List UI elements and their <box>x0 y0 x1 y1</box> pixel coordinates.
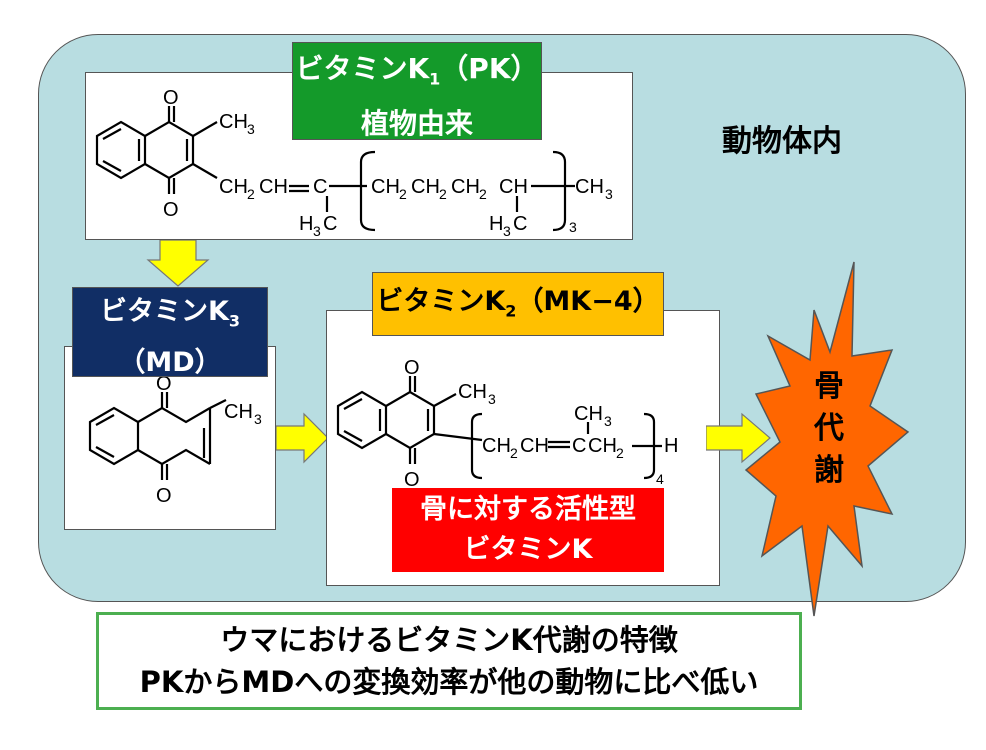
svg-text:H: H <box>489 213 503 235</box>
svg-text:3: 3 <box>313 223 321 239</box>
svg-text:H: H <box>664 435 678 457</box>
arrow-k1-to-k3 <box>146 240 210 287</box>
svg-text:CH: CH <box>259 176 288 198</box>
svg-text:2: 2 <box>439 186 447 202</box>
svg-text:O: O <box>156 485 172 507</box>
svg-text:2: 2 <box>399 186 407 202</box>
svg-text:3: 3 <box>488 391 496 407</box>
svg-text:H: H <box>299 213 313 235</box>
svg-text:2: 2 <box>616 445 624 461</box>
k2-title-label: ビタミンK2（MK−4） <box>372 272 664 336</box>
svg-text:CH: CH <box>451 176 480 198</box>
caption-box: ウマにおけるビタミンK代謝の特徴 PKからMDへの変換効率が他の動物に比べ低い <box>96 612 802 710</box>
svg-text:3: 3 <box>605 186 613 202</box>
k1-o-bottom: O <box>163 199 179 221</box>
k1-o-top: O <box>163 87 179 109</box>
caption-line-2: PKからMDへの変換効率が他の動物に比べ低い <box>139 665 759 699</box>
arrow-k3-to-k2 <box>276 412 329 464</box>
svg-text:CH: CH <box>520 435 549 457</box>
svg-text:C: C <box>572 435 586 457</box>
svg-text:CH: CH <box>574 403 603 425</box>
svg-text:C: C <box>313 176 327 198</box>
arrow-k2-to-bone <box>706 412 771 464</box>
svg-text:3: 3 <box>503 223 511 239</box>
k2-repeat-count: 4 <box>656 471 664 487</box>
svg-text:C: C <box>513 213 527 235</box>
svg-text:CH: CH <box>224 401 253 423</box>
svg-text:3: 3 <box>604 413 612 429</box>
k1-repeat-count: 3 <box>569 219 577 235</box>
svg-text:2: 2 <box>510 445 518 461</box>
svg-text:CH: CH <box>458 381 487 403</box>
svg-text:O: O <box>404 469 420 490</box>
caption-line-1: ウマにおけるビタミンK代謝の特徴 <box>220 623 678 657</box>
svg-text:CH: CH <box>588 435 617 457</box>
svg-text:CH: CH <box>499 176 528 198</box>
svg-text:C: C <box>323 213 337 235</box>
svg-text:CH: CH <box>219 176 248 198</box>
svg-text:3: 3 <box>247 121 255 137</box>
svg-text:CH: CH <box>482 435 511 457</box>
bone-metabolism-label: 骨 代 謝 <box>814 369 844 488</box>
svg-text:CH: CH <box>575 176 604 198</box>
svg-text:2: 2 <box>247 186 255 202</box>
k1-ch3-text: CH <box>219 111 248 133</box>
svg-text:CH: CH <box>371 176 400 198</box>
svg-text:CH: CH <box>411 176 440 198</box>
k1-title-label: ビタミンK1（PK） 植物由来 <box>292 42 542 140</box>
svg-text:2: 2 <box>479 186 487 202</box>
bone-metabolism-burst <box>744 261 910 617</box>
svg-text:O: O <box>404 357 420 379</box>
svg-text:O: O <box>156 373 172 395</box>
active-form-label: 骨に対する活性型 ビタミンK <box>392 488 664 572</box>
svg-text:3: 3 <box>254 411 262 427</box>
k3-title-label: ビタミンK3 （MD） <box>72 287 268 378</box>
animal-body-label: 動物体内 <box>722 124 842 159</box>
